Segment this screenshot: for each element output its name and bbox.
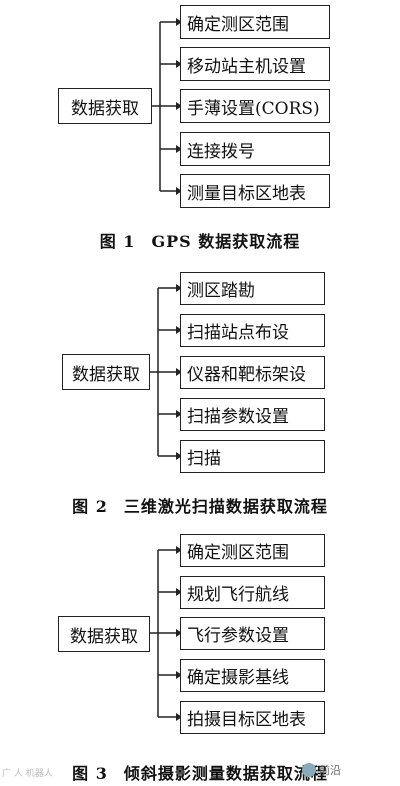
step-box: 扫描	[180, 440, 325, 473]
connector-lines	[152, 18, 182, 195]
figure-number: 图 2	[72, 497, 108, 516]
figure-title: 三维激光扫描数据获取流程	[123, 497, 328, 516]
step-box: 规划飞行航线	[180, 576, 325, 609]
root-box: 数据获取	[58, 88, 152, 124]
connector-lines	[150, 284, 182, 460]
watermark-right-text: 前沿	[319, 764, 341, 777]
wechat-logo-icon	[302, 763, 316, 777]
step-box: 仪器和靶标架设	[180, 356, 325, 389]
figure-caption: 图 3 倾斜摄影测量数据获取流程	[0, 760, 400, 784]
figure-caption: 图 2 三维激光扫描数据获取流程	[0, 493, 400, 517]
figure-title: GPS 数据获取流程	[151, 232, 301, 251]
watermark-left: 广 人 机器人	[2, 769, 53, 779]
step-box: 确定摄影基线	[180, 659, 325, 692]
step-box: 拍摄目标区地表	[180, 701, 325, 734]
step-box: 测量目标区地表	[180, 174, 330, 208]
step-box: 测区踏勘	[180, 272, 325, 305]
step-box: 确定测区范围	[180, 534, 325, 567]
root-box: 数据获取	[58, 616, 150, 652]
step-box: 扫描参数设置	[180, 398, 325, 431]
step-box: 手薄设置(CORS)	[180, 89, 330, 123]
step-box: 移动站主机设置	[180, 47, 330, 81]
flow-diagram-1: 数据获取 确定测区范围 移动站主机设置 手薄设置(CORS) 连接拨号 测量目标…	[0, 0, 400, 250]
flow-diagram-3: 数据获取 确定测区范围 规划飞行航线 飞行参数设置 确定摄影基线 拍摄目标区地表	[0, 530, 400, 750]
step-box: 飞行参数设置	[180, 617, 325, 650]
figure-number: 图 3	[72, 764, 108, 783]
connector-lines	[150, 546, 182, 721]
step-box: 确定测区范围	[180, 5, 330, 39]
figure-caption: 图 1 GPS 数据获取流程	[0, 228, 400, 252]
step-box: 扫描站点布设	[180, 314, 325, 347]
watermark-right: 前沿	[302, 762, 341, 778]
step-box: 连接拨号	[180, 132, 330, 166]
figure-number: 图 1	[99, 232, 136, 251]
flow-diagram-2: 数据获取 测区踏勘 扫描站点布设 仪器和靶标架设 扫描参数设置 扫描	[0, 270, 400, 490]
root-box: 数据获取	[62, 354, 150, 390]
figure-title: 倾斜摄影测量数据获取流程	[123, 764, 328, 783]
